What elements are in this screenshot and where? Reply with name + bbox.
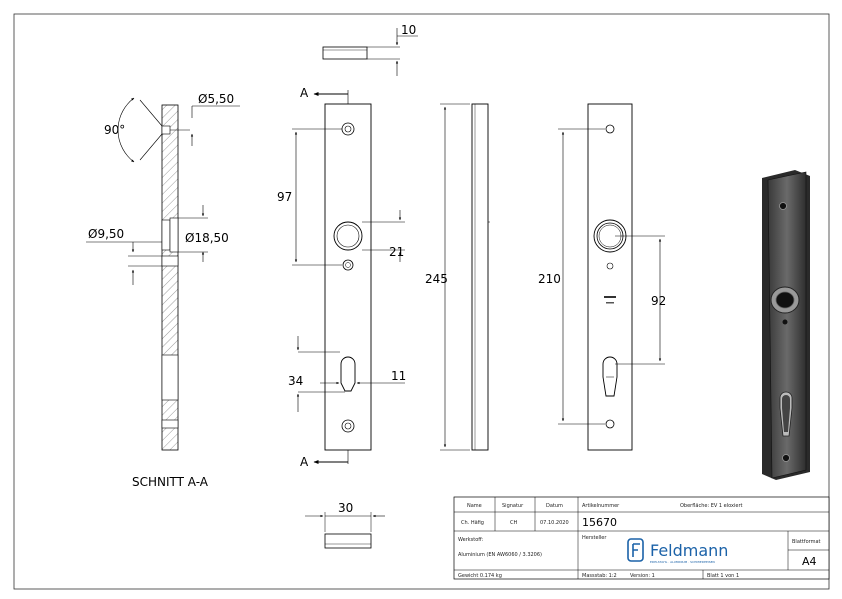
hole-to-keyhole-label: 92 [651,294,666,308]
cylinder-hole [333,221,363,251]
tb-werkstoff-label: Werkstoff: [458,537,484,543]
angle-label: 90° [104,123,125,137]
bottom-hole-cut [161,419,179,429]
tb-oberflaeche: Oberfläche: EV 1 eloxiert [680,503,743,509]
length-label: 245 [425,272,448,286]
tb-datum: 07.10.2020 [540,520,569,526]
tb-version: Version: 1 [630,573,655,579]
tb-hersteller-label: Hersteller [582,535,607,541]
iso-top-hole [779,202,787,210]
top-view-body [322,46,368,60]
tb-name: Ch. Häfig [461,520,484,526]
thickness-label: 10 [401,23,416,37]
bottom-view: 30 [305,501,385,549]
bottom-screw-hole [341,419,355,433]
brand-name: Feldmann [650,541,728,560]
sheet-frame [13,13,830,590]
rear-plate-outline [587,103,633,451]
cylinder-bore-cut [161,219,171,251]
diameter-5-50-label: Ø5,50 [198,92,234,106]
tb-artikel-value: 15670 [582,516,617,529]
keyhole-width-label: 11 [391,369,406,383]
section-marker-top: A [300,86,309,100]
tb-gewicht: Gewicht 0.174 kg [458,573,502,579]
title-block: Name Signatur Datum Ch. Häfig CH 07.10.2… [453,496,830,580]
tb-blattformat-value: A4 [802,555,817,568]
diameter-9-50-label: Ø9,50 [88,227,124,241]
rear-logo-mark [604,296,616,298]
brand-logo-icon [627,538,644,562]
plate-outline [324,103,372,451]
rear-view: 210 92 [538,103,666,451]
section-view: 90° Ø5,50 Ø18,50 Ø9,50 SCHNITT A-A [86,92,240,489]
top-view: 10 [322,23,418,76]
small-hole-cut [161,255,179,267]
iso-plate-face [767,171,807,479]
tb-signatur: CH [510,520,517,526]
countersink-cut [161,125,171,135]
section-title: SCHNITT A-A [132,475,209,489]
cylinder-hole-dia-label: 21 [389,245,404,259]
middle-screw-hole [342,259,354,271]
tb-massstab: Massstab: 1:2 [582,573,617,579]
tb-header-name: Name [467,503,482,509]
rear-top-hole [605,124,615,134]
rear-keyhole [602,356,618,397]
side-view: 245 [425,103,490,451]
tb-header-signatur: Signatur [502,503,524,509]
front-view: A A 97 21 34 11 [277,86,406,469]
rear-small-hole [606,262,614,270]
brand-tagline: EDELSTAHL · ALUMINIUM · SCHMIEDEEISEN [650,560,715,564]
hole-spacing-label: 210 [538,272,561,286]
profile-cylinder-keyhole [340,356,356,392]
bottom-view-body [324,533,372,549]
tb-artikel-label: Artikelnummer [582,503,620,509]
section-marker-bottom: A [300,455,309,469]
tb-blatt: Blatt 1 von 1 [707,573,739,579]
tb-blattformat-label: Blattformat [792,539,821,545]
side-view-body [471,103,489,451]
width-label: 30 [338,501,353,515]
keyhole-cut [161,354,179,401]
diameter-18-50-label: Ø18,50 [185,231,229,245]
tb-header-datum: Datum [546,503,563,509]
cylinder-recess-cut [169,217,179,253]
rear-bottom-hole [605,419,615,429]
iso-bottom-hole [782,454,790,462]
tb-werkstoff-value: Aluminium (EN AW6060 / 3.3206) [458,552,542,558]
isometric-render [762,170,810,480]
keyhole-height-label: 34 [288,374,303,388]
upper-hole-distance-label: 97 [277,190,292,204]
